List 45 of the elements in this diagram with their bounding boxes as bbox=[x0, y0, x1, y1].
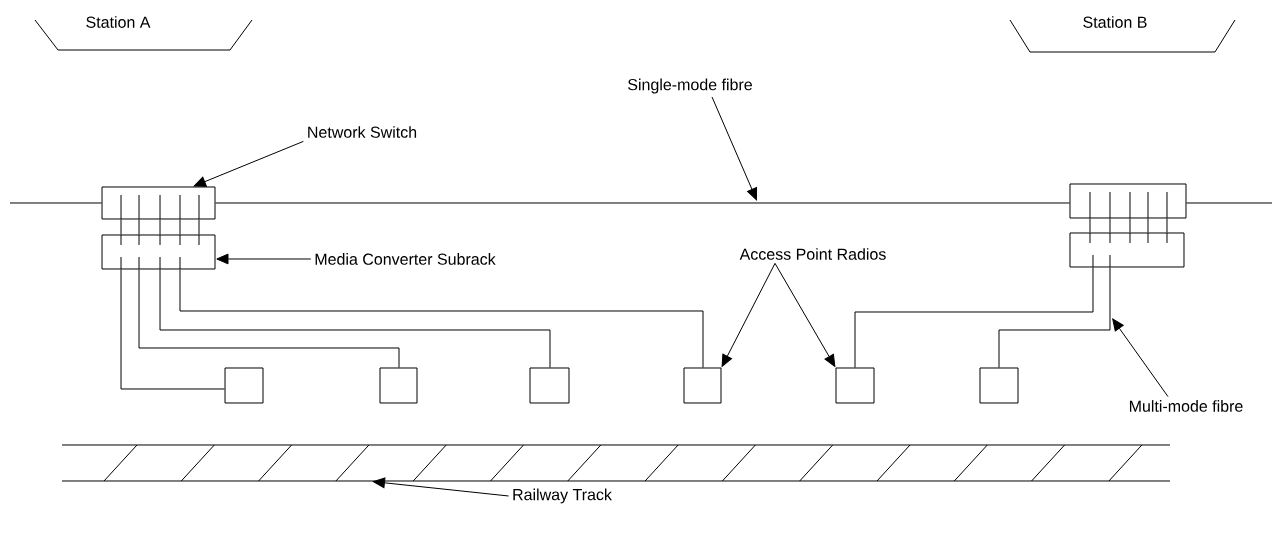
network-switch bbox=[101, 186, 216, 220]
fibre-cable bbox=[998, 267, 1111, 368]
fibre-cable bbox=[159, 269, 551, 368]
media-converter-subrack bbox=[1069, 232, 1185, 268]
port-link bbox=[179, 219, 181, 235]
leader-line bbox=[193, 140, 304, 187]
fibre-label: Single-mode fibre bbox=[628, 78, 752, 94]
network-switch bbox=[1069, 183, 1187, 219]
port-link bbox=[159, 219, 161, 235]
port-link bbox=[1147, 218, 1149, 233]
access-point-radio bbox=[683, 367, 722, 404]
access-point-radio bbox=[379, 367, 418, 404]
port-link bbox=[198, 219, 200, 235]
radios-label: Access Point Radios bbox=[739, 248, 886, 260]
port-link bbox=[1089, 218, 1091, 233]
track-label: Railway Track bbox=[513, 488, 612, 504]
leader-line bbox=[216, 253, 312, 265]
port-link bbox=[120, 219, 122, 235]
port-link bbox=[1166, 218, 1168, 233]
leader-line bbox=[721, 262, 776, 367]
port-link bbox=[1109, 218, 1111, 233]
railway-track bbox=[61, 444, 1171, 482]
station-platform: Station B bbox=[1009, 16, 1236, 53]
port-link bbox=[1129, 218, 1131, 233]
subrack-label: Media Converter Subrack bbox=[315, 253, 496, 265]
fibre-cable bbox=[138, 269, 400, 368]
media-converter-subrack bbox=[101, 234, 216, 270]
leader-line bbox=[774, 262, 836, 367]
fibre-cable bbox=[9, 202, 102, 204]
access-point-radio bbox=[979, 367, 1019, 404]
leader-line bbox=[372, 477, 510, 497]
leader-line bbox=[711, 96, 757, 201]
fibre-cable bbox=[120, 269, 225, 390]
access-point-radio bbox=[835, 367, 875, 404]
fibre-label: Multi-mode fibre bbox=[1129, 400, 1243, 412]
fibre-cable bbox=[179, 269, 704, 368]
access-point-radio bbox=[529, 367, 570, 404]
switch-label: Network Switch bbox=[308, 126, 417, 138]
port-link bbox=[138, 219, 140, 235]
fibre-cable bbox=[1186, 202, 1273, 204]
fibre-cable bbox=[215, 202, 1070, 204]
leader-line bbox=[1112, 318, 1169, 398]
station-platform: Station A bbox=[34, 16, 253, 51]
access-point-radio bbox=[224, 367, 264, 404]
fibre-cable bbox=[854, 267, 1094, 368]
